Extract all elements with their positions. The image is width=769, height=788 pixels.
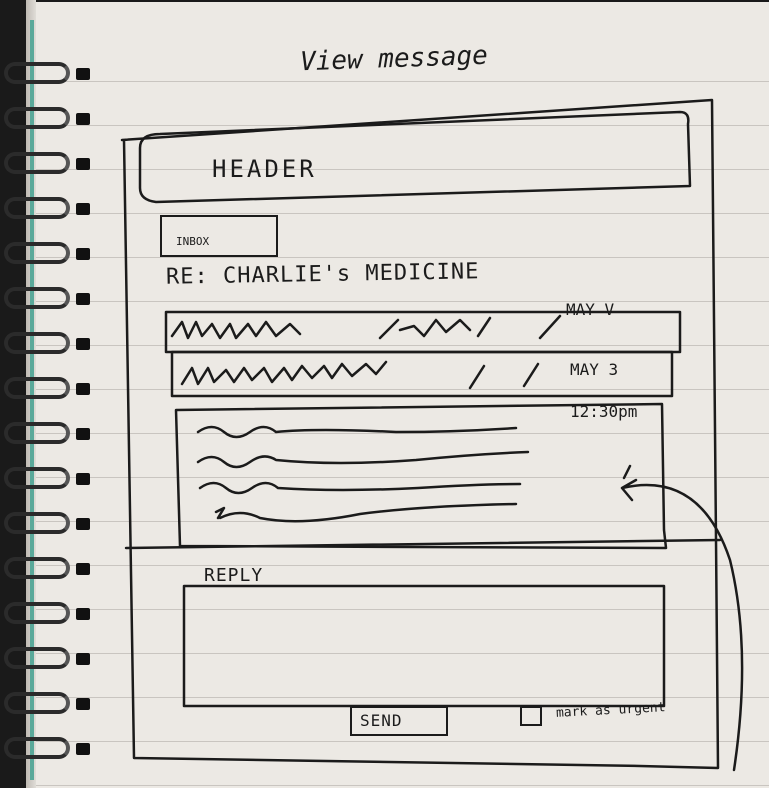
binding-hole: [76, 203, 90, 215]
binding-hole: [76, 158, 90, 170]
message-row-2-scribble: [180, 360, 540, 390]
send-button-label: SEND: [360, 711, 403, 730]
message-row-1-date[interactable]: MAY V: [566, 300, 615, 319]
spiral-ring: [4, 152, 70, 174]
spiral-ring: [4, 602, 70, 624]
binding-hole: [76, 563, 90, 575]
spiral-ring: [4, 692, 70, 714]
binding-hole: [76, 68, 90, 80]
message-time: 12:30pm: [570, 402, 638, 421]
spiral-ring: [4, 557, 70, 579]
binding-hole: [76, 293, 90, 305]
binding-hole: [76, 113, 90, 125]
phone-frame: [120, 98, 720, 770]
binding-hole: [76, 743, 90, 755]
message-body-line-4: [214, 502, 518, 523]
spiral-binding: [0, 0, 110, 788]
message-body-line-2: [196, 450, 530, 469]
notebook-cover-edge: [30, 20, 34, 780]
spiral-ring: [4, 647, 70, 669]
message-row-2-date[interactable]: MAY 3: [570, 360, 619, 379]
binding-hole: [76, 428, 90, 440]
spiral-ring: [4, 467, 70, 489]
spiral-ring: [4, 107, 70, 129]
reply-textarea[interactable]: [187, 589, 661, 703]
binding-hole: [76, 248, 90, 260]
spiral-ring: [4, 332, 70, 354]
header-bar: [138, 110, 692, 204]
message-row-1-scribble: [170, 314, 562, 340]
message-body-line-3: [198, 481, 522, 495]
spiral-ring: [4, 737, 70, 759]
spiral-ring: [4, 62, 70, 84]
binding-hole: [76, 608, 90, 620]
spiral-ring: [4, 377, 70, 399]
spiral-ring: [4, 242, 70, 264]
send-button[interactable]: [350, 706, 448, 736]
header-label: HEADER: [212, 155, 317, 183]
binding-hole: [76, 338, 90, 350]
annotation-arrow: [620, 464, 744, 772]
urgent-checkbox[interactable]: [520, 706, 542, 726]
reply-label: REPLY: [204, 565, 264, 586]
inbox-button-label: INBOX: [176, 235, 210, 248]
spiral-ring: [4, 287, 70, 309]
message-body-panel: [174, 402, 668, 550]
binding-hole: [76, 473, 90, 485]
message-row-2-outline: [170, 350, 674, 398]
spiral-ring: [4, 512, 70, 534]
spiral-ring: [4, 422, 70, 444]
spiral-ring: [4, 197, 70, 219]
inbox-back-button[interactable]: [160, 215, 278, 257]
message-body-line-1: [196, 425, 518, 439]
binding-hole: [76, 518, 90, 530]
binding-hole: [76, 698, 90, 710]
reply-section-divider: [124, 538, 722, 550]
binding-hole: [76, 653, 90, 665]
binding-hole: [76, 383, 90, 395]
